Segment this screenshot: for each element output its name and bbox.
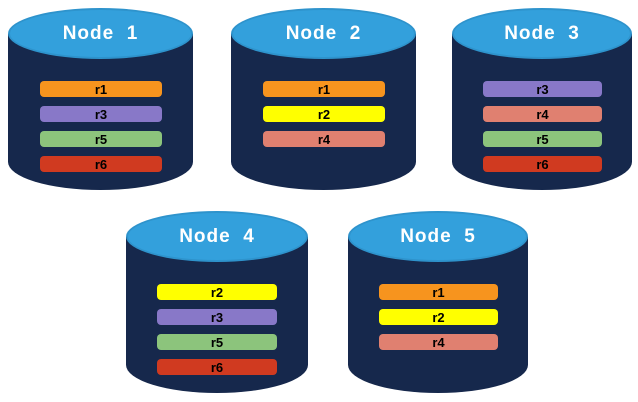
replica-bar-r5[interactable]: r5 (483, 131, 602, 147)
replica-list: r1 r3 r5 r6 (40, 81, 162, 172)
replica-bar-r6[interactable]: r6 (157, 359, 277, 375)
replica-bar-r2[interactable]: r2 (157, 284, 277, 300)
replica-bar-r2[interactable]: r2 (263, 106, 385, 122)
replica-list: r1 r2 r4 (263, 81, 385, 147)
replica-bar-r1[interactable]: r1 (40, 81, 162, 97)
replica-bar-r1[interactable]: r1 (379, 284, 498, 300)
replica-list: r1 r2 r4 (379, 284, 498, 350)
replica-bar-r1[interactable]: r1 (263, 81, 385, 97)
replica-bar-r5[interactable]: r5 (40, 131, 162, 147)
replica-bar-r6[interactable]: r6 (40, 156, 162, 172)
replica-list: r2 r3 r5 r6 (157, 284, 277, 375)
replica-bar-r5[interactable]: r5 (157, 334, 277, 350)
replica-bar-r4[interactable]: r4 (379, 334, 498, 350)
replica-bar-r6[interactable]: r6 (483, 156, 602, 172)
replica-bar-r2[interactable]: r2 (379, 309, 498, 325)
cylinder-top (8, 8, 193, 59)
replica-list: r3 r4 r5 r6 (483, 81, 602, 172)
replica-bar-r3[interactable]: r3 (40, 106, 162, 122)
cylinder-top (452, 8, 632, 59)
replica-bar-r3[interactable]: r3 (483, 81, 602, 97)
replica-bar-r3[interactable]: r3 (157, 309, 277, 325)
cylinder-top (126, 211, 308, 262)
cylinder-top (231, 8, 416, 59)
replica-bar-r4[interactable]: r4 (483, 106, 602, 122)
cylinder-top (348, 211, 528, 262)
replica-bar-r4[interactable]: r4 (263, 131, 385, 147)
